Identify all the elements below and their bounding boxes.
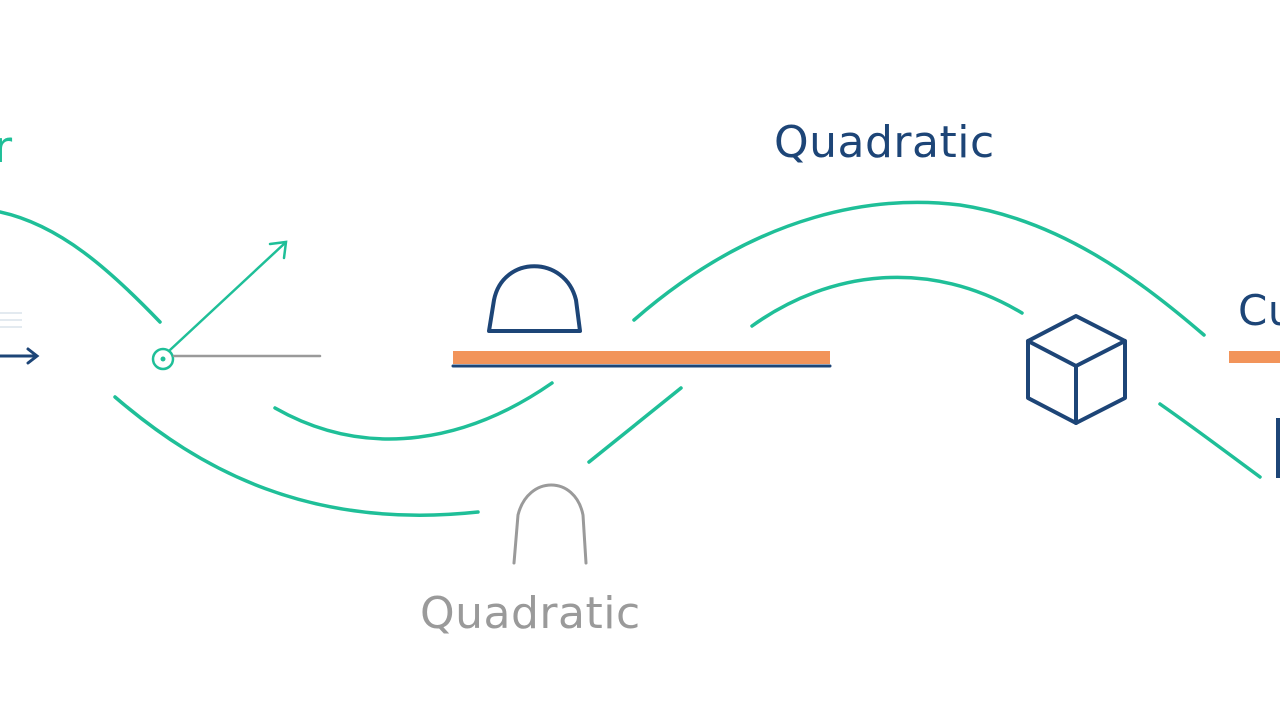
orange-bar-right	[1229, 351, 1280, 363]
teal-curve-short-segment	[587, 386, 683, 464]
cube-icon	[1026, 314, 1127, 425]
label-quadratic-bottom: Quadratic	[420, 588, 641, 639]
label-quadratic-top: Quadratic	[774, 117, 995, 168]
label-cubic-partial: Cu	[1238, 286, 1280, 335]
arrow-right-icon	[0, 347, 40, 365]
teal-curve-lower-left	[113, 395, 480, 517]
teal-curve-big-arc	[632, 200, 1206, 337]
faint-edge-fragment	[0, 312, 22, 328]
diagonal-arrow-icon	[168, 240, 288, 352]
orange-bar	[453, 351, 830, 364]
teal-curve-right-tail	[1158, 402, 1262, 479]
teal-curve-upper-left	[0, 210, 162, 324]
origin-dot-icon	[151, 347, 175, 371]
arch-icon	[487, 264, 582, 333]
navy-edge-block	[1276, 418, 1280, 478]
teal-curve-middle-dip	[273, 381, 554, 441]
arch-outline-icon	[512, 483, 588, 565]
teal-curve-small-arc	[750, 275, 1024, 328]
label-linear-partial: r	[0, 122, 13, 173]
